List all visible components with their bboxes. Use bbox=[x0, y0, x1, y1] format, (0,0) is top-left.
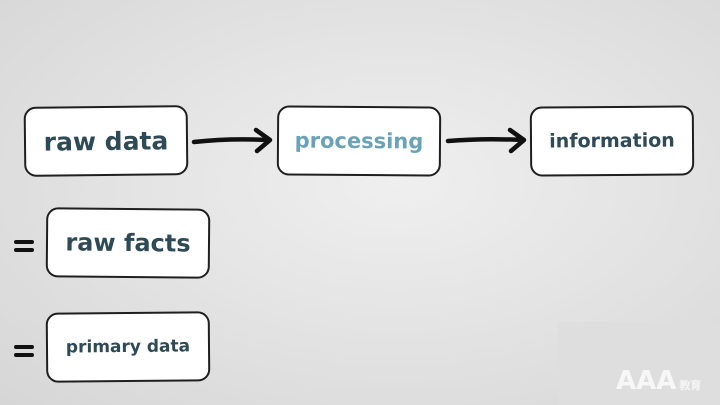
watermark-cjk: 教育 bbox=[679, 379, 702, 392]
equals-icon bbox=[14, 343, 34, 359]
watermark-latin: AAA bbox=[616, 366, 677, 396]
primary-data-label: primary data bbox=[65, 336, 191, 358]
equals-icon bbox=[14, 238, 34, 254]
watermark-panel bbox=[558, 322, 720, 405]
information-label: information bbox=[549, 129, 675, 153]
processing-box: processing bbox=[276, 105, 442, 177]
raw-data-label: raw data bbox=[43, 125, 169, 157]
processing-label: processing bbox=[294, 128, 424, 154]
information-box: information bbox=[529, 105, 695, 177]
raw-data-box: raw data bbox=[23, 105, 189, 177]
raw-facts-box: raw facts bbox=[45, 207, 211, 279]
watermark-logo: AAA 教育 bbox=[616, 366, 701, 396]
right-arrow-icon bbox=[445, 127, 527, 154]
raw-facts-label: raw facts bbox=[65, 228, 191, 258]
right-arrow-icon bbox=[191, 127, 273, 154]
primary-data-box: primary data bbox=[45, 311, 211, 383]
